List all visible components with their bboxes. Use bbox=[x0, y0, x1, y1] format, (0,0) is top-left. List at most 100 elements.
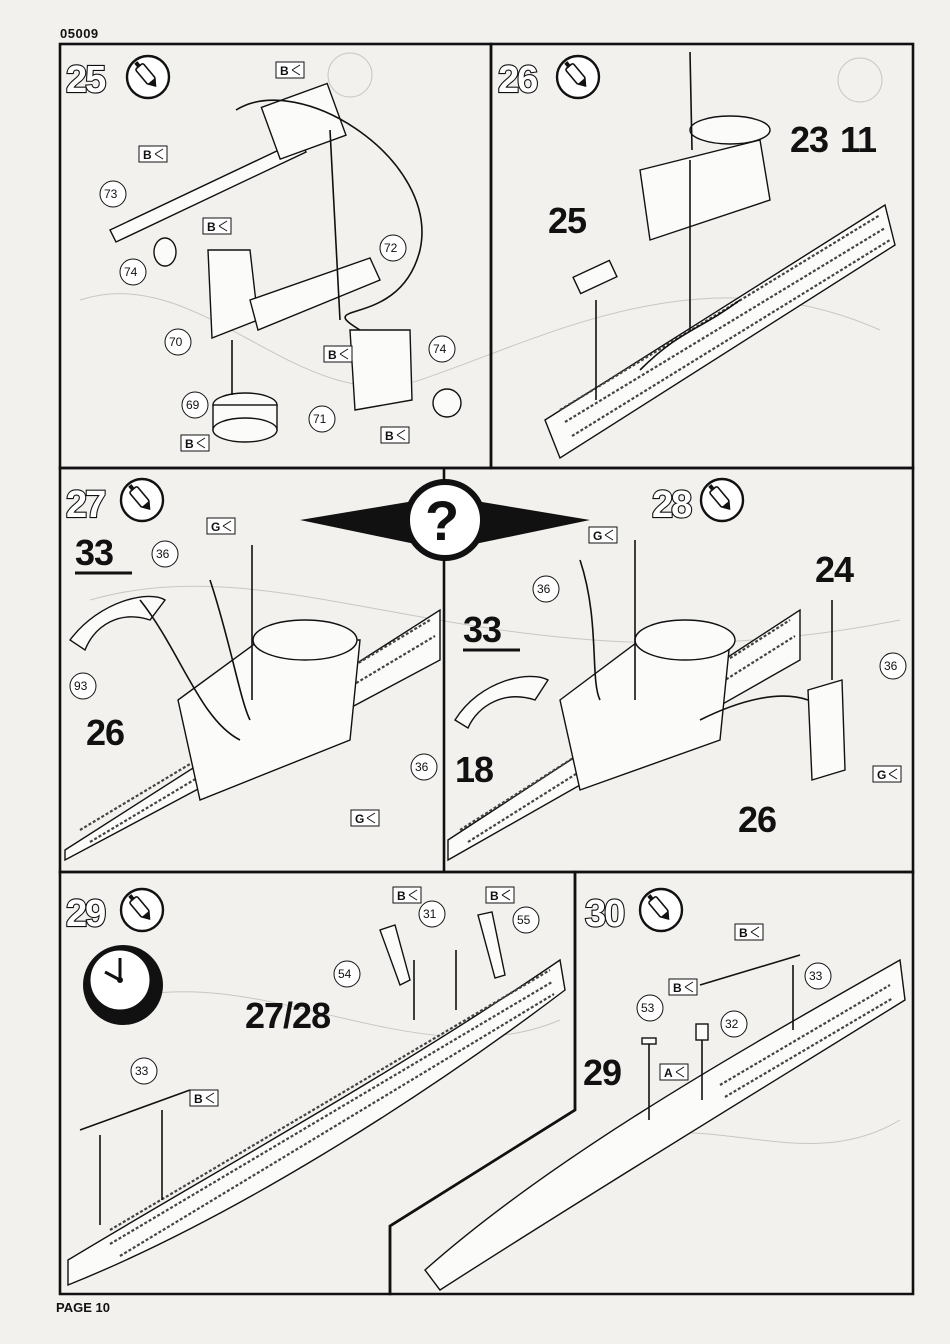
step-27-number: 27 bbox=[66, 484, 105, 526]
svg-text:B: B bbox=[739, 926, 748, 940]
svg-text:72: 72 bbox=[384, 241, 398, 255]
part-callout-73: 73 bbox=[100, 181, 126, 207]
glue-tube-icon bbox=[557, 56, 599, 98]
part-callout-36: 36 bbox=[152, 541, 178, 567]
part-callout-69: 69 bbox=[182, 392, 208, 418]
svg-text:B: B bbox=[385, 429, 394, 443]
svg-text:G: G bbox=[877, 768, 886, 782]
conning-tower bbox=[640, 140, 770, 240]
part-callout-33: 33 bbox=[805, 963, 831, 989]
tower-rail bbox=[690, 116, 770, 144]
svg-text:71: 71 bbox=[313, 412, 327, 426]
gun-breech bbox=[261, 84, 346, 160]
svg-text:33: 33 bbox=[809, 969, 823, 983]
handwheel-left bbox=[154, 238, 176, 266]
svg-text:G: G bbox=[211, 520, 220, 534]
gun-base-bottom bbox=[213, 418, 277, 442]
sprue-flag-b: B bbox=[203, 218, 231, 234]
label-24: 24 bbox=[815, 549, 854, 590]
part-callout-33: 33 bbox=[131, 1058, 157, 1084]
svg-text:36: 36 bbox=[156, 547, 170, 561]
part-callout-53: 53 bbox=[637, 995, 663, 1021]
svg-text:36: 36 bbox=[884, 659, 898, 673]
sprue-flag-b: B bbox=[190, 1090, 218, 1106]
step-29-number: 29 bbox=[66, 893, 105, 935]
step-30-number: 30 bbox=[585, 893, 624, 935]
windscreen-part bbox=[70, 596, 165, 650]
svg-text:31: 31 bbox=[423, 907, 437, 921]
snorkel-part bbox=[808, 680, 845, 780]
rail-part bbox=[478, 912, 505, 978]
part-callout-36: 36 bbox=[411, 754, 437, 780]
svg-text:A: A bbox=[664, 1066, 673, 1080]
svg-text:70: 70 bbox=[169, 335, 183, 349]
svg-text:B: B bbox=[673, 981, 682, 995]
svg-text:36: 36 bbox=[537, 582, 551, 596]
glue-tube-icon bbox=[121, 889, 163, 931]
part-callout-32: 32 bbox=[721, 1011, 747, 1037]
svg-text:93: 93 bbox=[74, 679, 88, 693]
conning-tower bbox=[560, 640, 730, 790]
sprue-flag-g: G bbox=[351, 810, 379, 826]
svg-text:73: 73 bbox=[104, 187, 118, 201]
svg-text:54: 54 bbox=[338, 967, 352, 981]
step-28-number: 28 bbox=[652, 484, 691, 526]
svg-text:B: B bbox=[143, 148, 152, 162]
svg-text:36: 36 bbox=[415, 760, 429, 774]
sprue-flag-b: B bbox=[276, 62, 304, 78]
carriage-right bbox=[350, 330, 412, 410]
sprue-flag-g: G bbox=[589, 527, 617, 543]
part-callout-93: 93 bbox=[70, 673, 96, 699]
glue-tube-icon bbox=[701, 479, 743, 521]
deck-gun bbox=[573, 260, 617, 293]
part-53 bbox=[642, 1038, 656, 1044]
svg-text:B: B bbox=[280, 64, 289, 78]
glue-tube-icon bbox=[127, 56, 169, 98]
step-25-panel: 25 73 74 72 70 69 74 71 B B B B B B bbox=[66, 56, 461, 451]
part-32 bbox=[696, 1024, 708, 1040]
svg-text:G: G bbox=[355, 812, 364, 826]
label-23: 23 bbox=[790, 119, 828, 160]
svg-text:55: 55 bbox=[517, 913, 531, 927]
part-callout-72: 72 bbox=[380, 235, 406, 261]
part-callout-36: 36 bbox=[533, 576, 559, 602]
svg-text:?: ? bbox=[425, 489, 459, 552]
sprue-flag-b: B bbox=[735, 924, 763, 940]
label-29: 29 bbox=[583, 1052, 621, 1093]
sprue-flag-b: B bbox=[393, 887, 421, 903]
part-callout-74: 74 bbox=[429, 336, 455, 362]
svg-text:B: B bbox=[490, 889, 499, 903]
sprue-flag-b: B bbox=[181, 435, 209, 451]
svg-text:G: G bbox=[593, 529, 602, 543]
sprue-flag-b: B bbox=[324, 346, 352, 362]
svg-text:33: 33 bbox=[135, 1064, 149, 1078]
handwheel-right bbox=[433, 389, 461, 417]
svg-text:B: B bbox=[194, 1092, 203, 1106]
sprue-flag-b: B bbox=[381, 427, 409, 443]
svg-text:B: B bbox=[328, 348, 337, 362]
step-26-panel: 26 23 11 25 bbox=[498, 52, 895, 458]
svg-text:74: 74 bbox=[124, 265, 138, 279]
step-28-panel: 28 24 33 18 26 36 36 G G bbox=[448, 479, 906, 860]
svg-text:B: B bbox=[397, 889, 406, 903]
svg-text:B: B bbox=[207, 220, 216, 234]
periscope bbox=[690, 52, 692, 150]
part-callout-55: 55 bbox=[513, 907, 539, 933]
sprue-flag-b: B bbox=[486, 887, 514, 903]
carriage-left bbox=[208, 250, 258, 338]
label-11: 11 bbox=[840, 119, 877, 160]
svg-text:74: 74 bbox=[433, 342, 447, 356]
label-27-28: 27/28 bbox=[245, 995, 330, 1036]
label-33: 33 bbox=[463, 609, 501, 650]
gun-cradle bbox=[250, 258, 380, 330]
part-callout-54: 54 bbox=[334, 961, 360, 987]
svg-text:B: B bbox=[185, 437, 194, 451]
sprue-flag-b: B bbox=[139, 146, 167, 162]
glue-tube-icon bbox=[640, 889, 682, 931]
sprue-flag-b: B bbox=[669, 979, 697, 995]
sprue-flag-g: G bbox=[873, 766, 901, 782]
windscreen-part bbox=[455, 676, 548, 728]
rail-part bbox=[700, 955, 800, 985]
svg-text:53: 53 bbox=[641, 1001, 655, 1015]
label-25: 25 bbox=[548, 200, 587, 241]
